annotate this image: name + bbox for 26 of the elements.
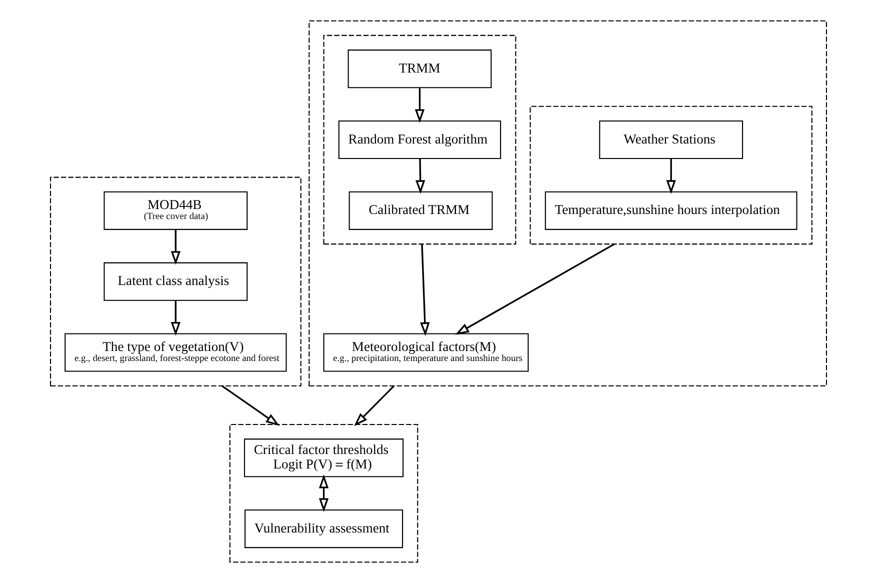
arrow (414, 88, 425, 124)
cluster (50, 176, 302, 386)
arrow (415, 158, 426, 194)
node-box: Weather Stations (599, 120, 744, 160)
cluster (530, 106, 812, 245)
node-box: Random Forest algorithm (338, 120, 502, 160)
arrow (420, 244, 430, 336)
node-box: Temperature,sunshine hours interpolation (544, 191, 798, 230)
node-box: Vulnerability assessment (244, 509, 404, 548)
cluster (308, 20, 827, 386)
node-box: Meteorological factors(M) e.g., precipitation, temperature and sunshine hours (323, 333, 529, 372)
arrow (170, 230, 180, 265)
cluster (323, 34, 516, 245)
arrow (666, 158, 676, 194)
cluster (229, 424, 418, 563)
node-box: Critical factor thresholds Logit P(V)＝f(M) (244, 438, 404, 478)
arrow (318, 474, 329, 512)
arrow (455, 243, 615, 335)
arrow (354, 385, 395, 426)
node-box: TRMM (348, 50, 492, 88)
node-box: The type of vegetation(V) e.g., desert, grassland, forest-steppe ecotone and forest (64, 333, 287, 372)
node-box: MOD44B (Tree cover data) (104, 191, 248, 230)
node-box: Calibrated TRMM (348, 191, 493, 230)
arrow (170, 300, 180, 336)
arrow (222, 385, 280, 426)
node-box: Latent class analysis (104, 262, 248, 301)
